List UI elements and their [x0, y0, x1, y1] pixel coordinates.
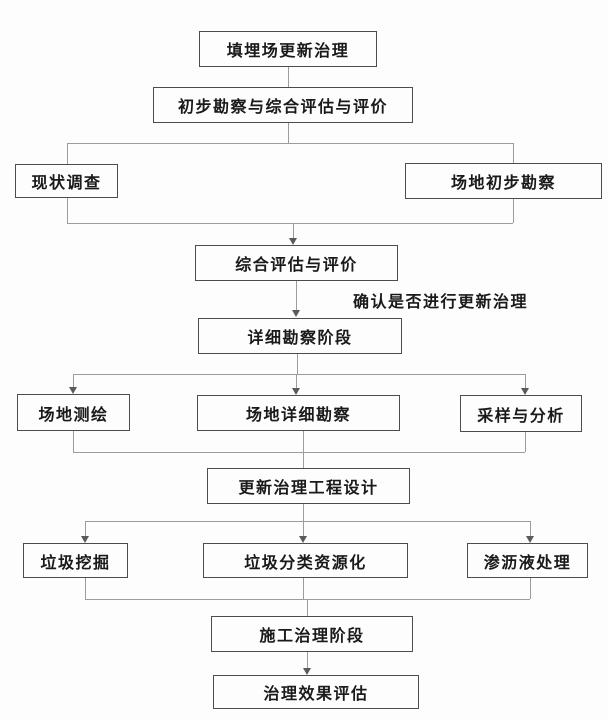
connector: [297, 354, 298, 374]
connector: [67, 143, 68, 164]
arrowhead-icon: [521, 388, 529, 395]
connector-rail: [73, 374, 525, 375]
flow-node-site-mapping: 场地测绘: [17, 394, 130, 431]
connector: [525, 432, 526, 452]
flow-node-comprehensive-assessment: 综合评估与评价: [195, 245, 398, 281]
flow-node-waste-sorting-recycling: 垃圾分类资源化: [203, 543, 408, 578]
flow-node-construction-stage: 施工治理阶段: [211, 616, 413, 652]
arrowhead-icon: [292, 310, 300, 317]
flow-node-site-detailed-survey: 场地详细勘察: [197, 395, 400, 431]
arrowhead-icon: [299, 536, 307, 543]
connector: [303, 504, 304, 521]
arrowhead-icon: [526, 536, 534, 543]
connector: [288, 123, 289, 143]
connector: [303, 521, 304, 536]
connector: [513, 199, 514, 223]
connector-rail: [67, 143, 513, 144]
connector-rail: [85, 521, 530, 522]
arrowhead-icon: [69, 387, 77, 394]
edge-label-confirm-renewal: 确认是否进行更新治理: [353, 294, 529, 311]
connector: [530, 578, 531, 599]
connector: [303, 578, 304, 599]
connector: [296, 374, 297, 389]
flow-node-detailed-survey-stage: 详细勘察阶段: [198, 318, 402, 354]
arrowhead-icon: [292, 388, 300, 395]
connector: [530, 521, 531, 536]
connector: [85, 521, 86, 536]
flow-node-sampling-analysis: 采样与分析: [460, 395, 582, 432]
connector: [288, 67, 289, 87]
arrowhead-icon: [81, 536, 89, 543]
connector: [307, 652, 308, 669]
flow-node-waste-excavation: 垃圾挖掘: [23, 543, 128, 578]
flow-node-landfill-renewal: 填埋场更新治理: [199, 31, 377, 67]
flow-node-preliminary-survey-assessment: 初步勘察与综合评估与评价: [153, 87, 413, 123]
connector: [303, 452, 304, 468]
flow-node-status-survey: 现状调查: [15, 164, 118, 198]
connector: [525, 374, 526, 389]
connector: [73, 431, 74, 452]
connector-rail: [67, 223, 513, 224]
flow-node-leachate-treatment: 渗沥液处理: [467, 543, 588, 578]
flow-node-renewal-engineering-design: 更新治理工程设计: [207, 468, 410, 504]
connector: [513, 143, 514, 163]
flow-node-site-preliminary-survey: 场地初步勘察: [405, 163, 602, 199]
arrowhead-icon: [303, 668, 311, 675]
connector: [296, 281, 297, 311]
connector: [73, 374, 74, 388]
connector-rail: [73, 452, 525, 453]
connector: [303, 431, 304, 452]
flow-node-effect-evaluation: 治理效果评估: [213, 675, 419, 709]
connector: [307, 599, 308, 616]
arrowhead-icon: [289, 238, 297, 245]
connector: [67, 198, 68, 223]
connector: [85, 578, 86, 599]
connector: [293, 223, 294, 239]
